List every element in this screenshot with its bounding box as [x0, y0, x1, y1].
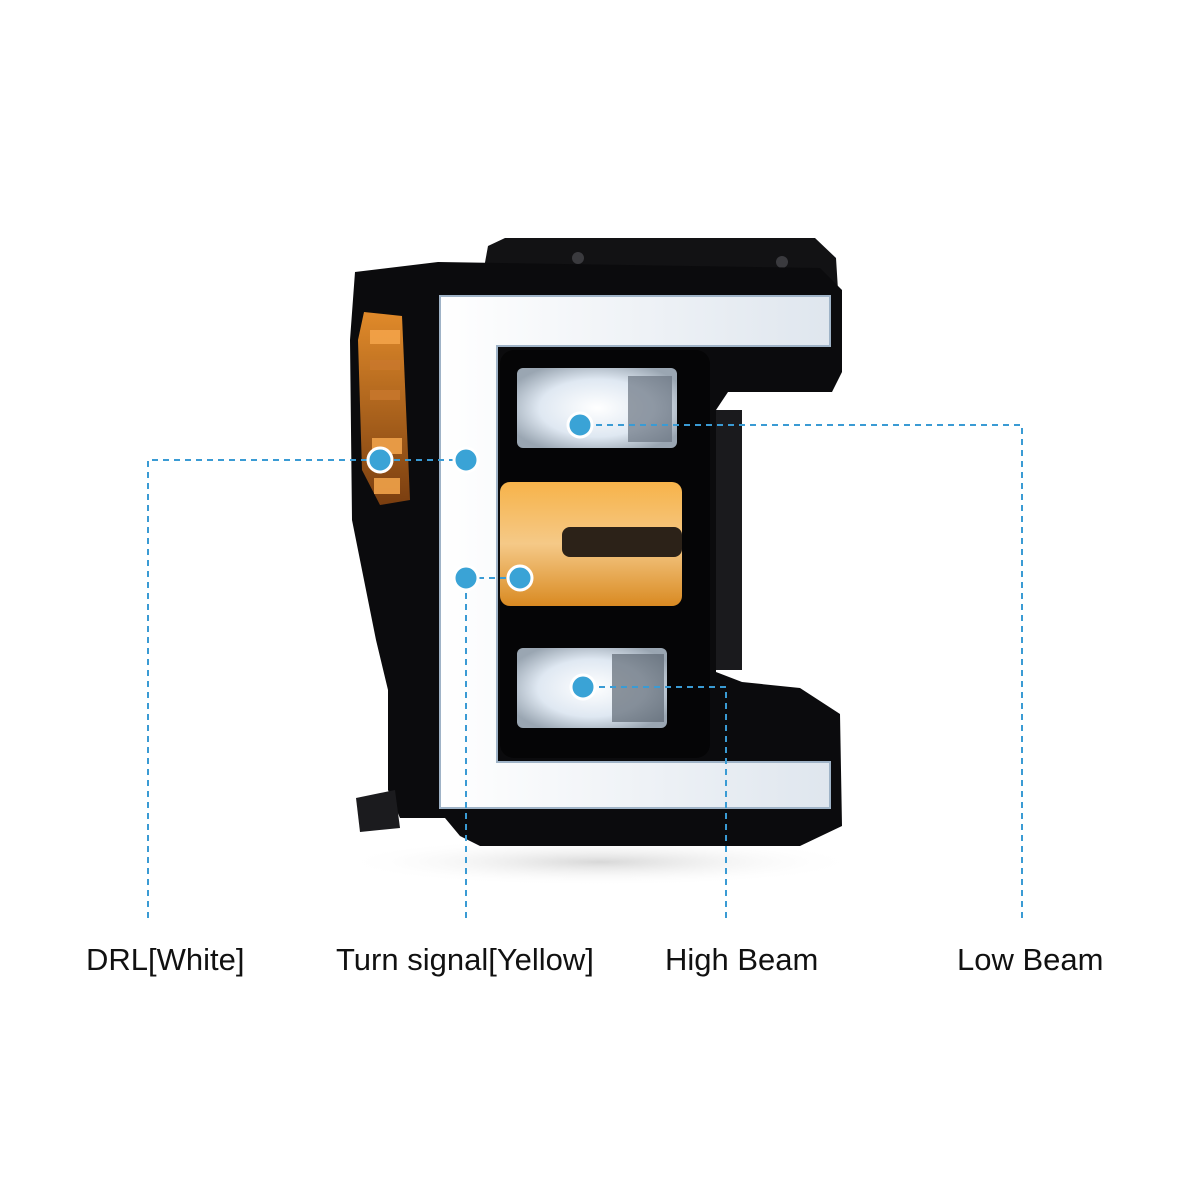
- callout-lines: [147, 424, 1023, 918]
- lower-mount-bracket: [356, 790, 400, 832]
- drl-marker-dot: [366, 446, 394, 474]
- high-beam-label: High Beam: [665, 942, 819, 977]
- turn-signal-inner-bar: [562, 527, 682, 557]
- turn-signal-label: Turn signal[Yellow]: [336, 942, 594, 977]
- low-beam-label: Low Beam: [957, 942, 1104, 977]
- side-marker-segment: [370, 390, 400, 400]
- side-marker-segment: [370, 360, 400, 370]
- drl-light-bar: [439, 295, 831, 809]
- turn-signal-callout-line: [465, 577, 520, 918]
- side-marker-segment: [374, 478, 400, 494]
- mount-bolt-icon: [776, 256, 788, 268]
- turn-signal-dot-left: [452, 564, 480, 592]
- side-marker-segment: [370, 330, 400, 344]
- low-beam-dot: [566, 411, 594, 439]
- high-beam-dot: [569, 673, 597, 701]
- callout-dots: [366, 411, 597, 701]
- rear-connector: [716, 410, 742, 670]
- low-beam-reflector: [628, 376, 672, 442]
- drl-bar-dot: [452, 446, 480, 474]
- product-shadow: [340, 838, 860, 886]
- high-beam-callout-line: [583, 686, 727, 918]
- turn-signal-dot-right: [506, 564, 534, 592]
- drl-label: DRL[White]: [86, 942, 245, 977]
- mount-bolt-icon: [572, 252, 584, 264]
